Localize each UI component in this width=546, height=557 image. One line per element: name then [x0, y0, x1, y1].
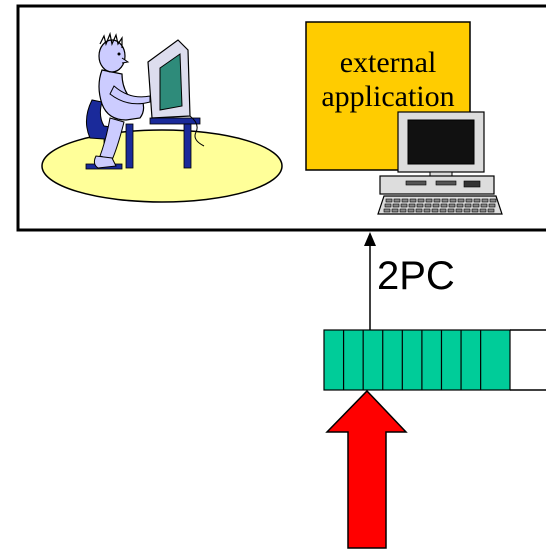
two-phase-commit-link: 2PC: [364, 232, 455, 330]
input-arrow: [325, 389, 408, 549]
desktop-computer-icon: [377, 111, 503, 215]
2pc-arrowhead: [364, 232, 376, 246]
external-application-label-line2: application: [321, 80, 454, 113]
user-at-computer-icon: [41, 31, 283, 203]
desk-ellipse: [41, 129, 283, 203]
2pc-label: 2PC: [377, 254, 455, 298]
queue-body: [323, 329, 511, 391]
message-queue: [323, 329, 546, 391]
external-application-label-line1: external: [340, 46, 437, 79]
queue-slots: [342, 330, 482, 390]
